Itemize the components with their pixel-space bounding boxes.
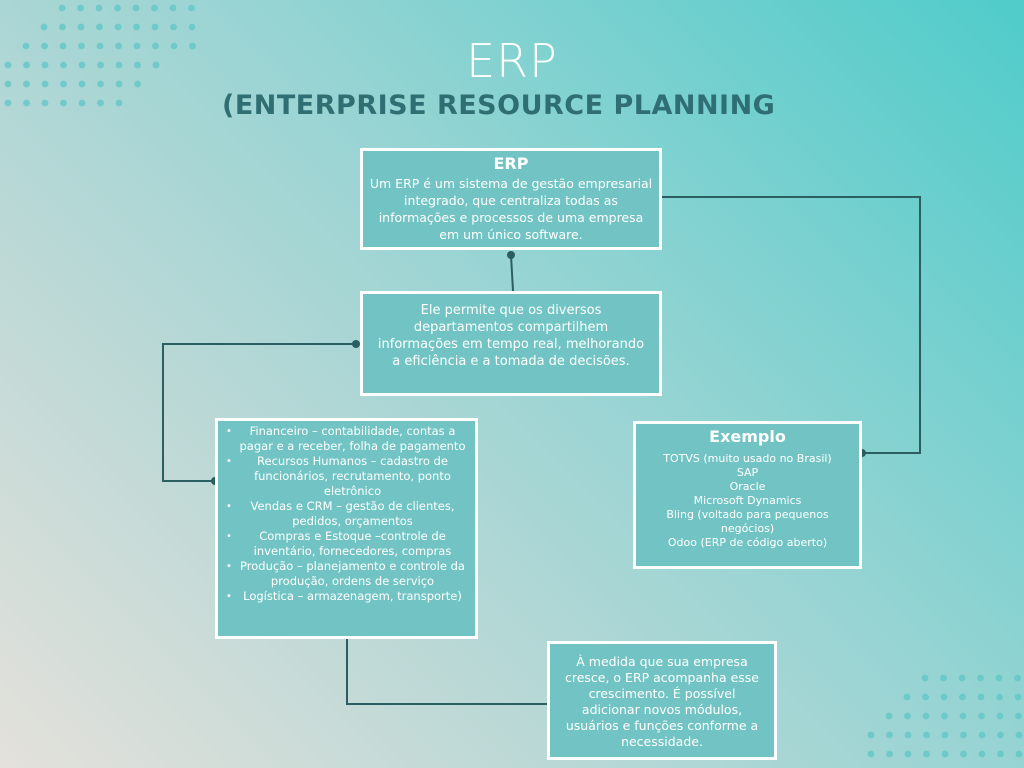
decorative-dot — [170, 23, 177, 31]
decorative-dot — [977, 693, 985, 701]
decorative-dot — [115, 99, 123, 107]
decorative-dot — [23, 99, 30, 107]
decorative-dot — [58, 4, 66, 12]
example-item-sap: SAP — [736, 466, 759, 479]
decorative-dot — [959, 693, 966, 701]
decorative-dot — [978, 731, 986, 739]
decorative-dot — [77, 4, 84, 12]
example-item-microsoft-dynamics: Microsoft Dynamics — [693, 494, 802, 507]
decorative-dot — [940, 674, 947, 682]
decorative-dot — [958, 674, 966, 682]
decorative-dot — [78, 99, 86, 107]
decorative-dot — [1015, 731, 1023, 739]
decorative-dot — [904, 750, 912, 758]
decorative-dot — [995, 674, 1003, 682]
page-title: ERP — [466, 34, 558, 88]
decorative-dot — [151, 4, 158, 12]
decorative-dot — [114, 23, 122, 31]
example-item-oracle: Oracle — [729, 480, 766, 493]
decorative-dot — [996, 712, 1004, 720]
decorative-dot — [960, 750, 967, 758]
module-item-logistica: Logística – armazenagem, transporte) — [224, 589, 469, 604]
decorative-dot — [959, 712, 967, 720]
decorative-dot — [96, 23, 103, 31]
decorative-dot — [1014, 674, 1021, 682]
decorative-dot — [921, 674, 929, 682]
example-item-bling: Bling (voltado para pequenos negócios) — [666, 508, 829, 535]
decorative-dot — [960, 731, 967, 739]
decorative-dot — [151, 23, 159, 31]
decorative-dot — [95, 4, 103, 12]
module-item-vendas-crm: Vendas e CRM – gestão de clientes, pedid… — [224, 499, 469, 529]
decorative-dot — [941, 712, 948, 720]
connector-erp-to-departments — [510, 254, 514, 292]
decorative-dot — [1015, 750, 1023, 758]
module-item-compras-estoque: Compras e Estoque –controle de inventári… — [224, 529, 469, 559]
module-item-producao: Produção – planejamento e controle da pr… — [224, 559, 469, 589]
decorative-dot — [922, 693, 929, 701]
erp-box-text: Um ERP é um sistema de gestão empresaria… — [369, 176, 653, 242]
decorative-dot — [60, 99, 67, 107]
decorative-dot — [169, 4, 177, 12]
decorative-dot — [114, 4, 121, 12]
decorative-dot — [867, 750, 875, 758]
example-box-title: Exemplo — [709, 427, 786, 446]
departments-box: Ele permite que os diversos departamento… — [360, 291, 662, 396]
decorative-dot — [997, 750, 1004, 758]
decorative-dot — [978, 712, 985, 720]
decorative-dot — [977, 674, 984, 682]
decorative-dot — [904, 731, 912, 739]
example-item-totvs: TOTVS (muito usado no Brasil) — [663, 452, 832, 465]
decorative-dot — [941, 731, 949, 739]
decorative-dot — [4, 99, 12, 107]
decorative-dot — [132, 4, 140, 12]
module-item-financeiro: Financeiro – contabilidade, contas a pag… — [224, 424, 469, 454]
decorative-dot — [997, 731, 1004, 739]
decorative-dot — [885, 712, 893, 720]
modules-list: Financeiro – contabilidade, contas a pag… — [224, 424, 469, 604]
decorative-dot — [1015, 712, 1022, 720]
erp-box-title: ERP — [493, 154, 529, 173]
decorative-dot — [923, 750, 930, 758]
decorative-dot — [923, 731, 930, 739]
decorative-dot — [133, 23, 140, 31]
decorative-dot — [867, 731, 875, 739]
decorative-dot — [40, 23, 48, 31]
decorative-dot — [1014, 693, 1022, 701]
decorative-dot — [77, 23, 85, 31]
decorative-dot — [941, 750, 949, 758]
decorative-dot — [188, 23, 196, 31]
connector-modules-to-growth — [346, 639, 547, 705]
example-box: Exemplo TOTVS (muito usado no Brasil) SA… — [633, 421, 862, 569]
erp-definition-box: ERP Um ERP é um sistema de gestão empres… — [360, 148, 662, 250]
decorative-dot — [188, 4, 195, 12]
connector-erp-to-example — [662, 196, 921, 454]
page-subtitle: (ENTERPRISE RESOURCE PLANNING — [222, 90, 776, 121]
decorative-dot — [940, 693, 948, 701]
example-item-odoo: Odoo (ERP de código aberto) — [667, 536, 828, 549]
decorative-dot — [903, 693, 911, 701]
connector-dot — [507, 251, 515, 259]
decorative-dot — [996, 693, 1003, 701]
decorative-dot — [978, 750, 986, 758]
decorative-dot — [97, 99, 104, 107]
departments-box-text: Ele permite que os diversos departamento… — [377, 303, 645, 369]
decorative-dot — [41, 99, 49, 107]
decorative-dot — [886, 731, 893, 739]
connector-dot — [352, 340, 360, 348]
decorative-dot — [886, 750, 893, 758]
decorative-dot — [59, 23, 66, 31]
module-item-recursos-humanos: Recursos Humanos – cadastro de funcionár… — [224, 454, 469, 499]
decorative-dot — [904, 712, 911, 720]
decorative-dot — [922, 712, 930, 720]
growth-box-text: À medida que sua empresa cresce, o ERP a… — [564, 654, 759, 749]
modules-box: Financeiro – contabilidade, contas a pag… — [215, 418, 478, 639]
growth-box: À medida que sua empresa cresce, o ERP a… — [547, 641, 777, 760]
